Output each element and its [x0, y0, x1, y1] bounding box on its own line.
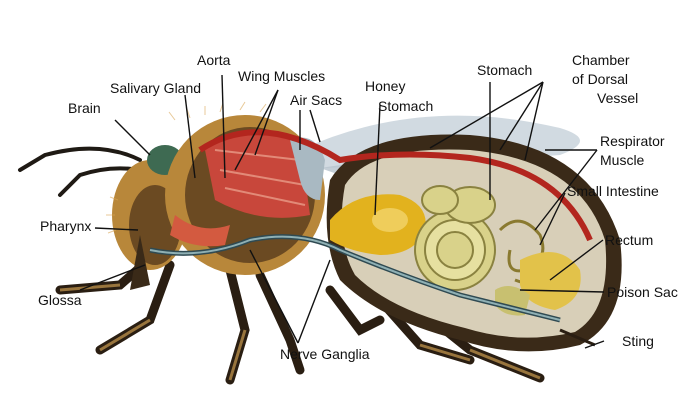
label-small-intestine: Small Intestine [567, 183, 659, 199]
label-brain: Brain [68, 100, 101, 116]
label-chamber-line2: of Dorsal [572, 71, 628, 87]
label-chamber-line1: Chamber [572, 52, 630, 68]
label-respirator-line1: Respirator [600, 133, 665, 149]
label-honey: Honey [365, 78, 405, 94]
stomach-coils [415, 186, 495, 290]
label-aorta: Aorta [197, 52, 230, 68]
label-air-sacs: Air Sacs [290, 92, 342, 108]
label-chamber-line3: Vessel [597, 90, 638, 106]
label-stomach: Stomach [477, 62, 532, 78]
label-honey-stomach: Stomach [378, 98, 433, 114]
label-rectum: Rectum [605, 232, 653, 248]
label-respirator-line2: Muscle [600, 152, 644, 168]
label-pharynx: Pharynx [40, 218, 91, 234]
label-sting: Sting [622, 333, 654, 349]
label-glossa: Glossa [38, 292, 82, 308]
label-nerve-ganglia: Nerve Ganglia [280, 346, 370, 362]
label-salivary-gland: Salivary Gland [110, 80, 201, 96]
label-wing-muscles: Wing Muscles [238, 68, 325, 84]
label-poison-sac: Poison Sac [607, 284, 678, 300]
